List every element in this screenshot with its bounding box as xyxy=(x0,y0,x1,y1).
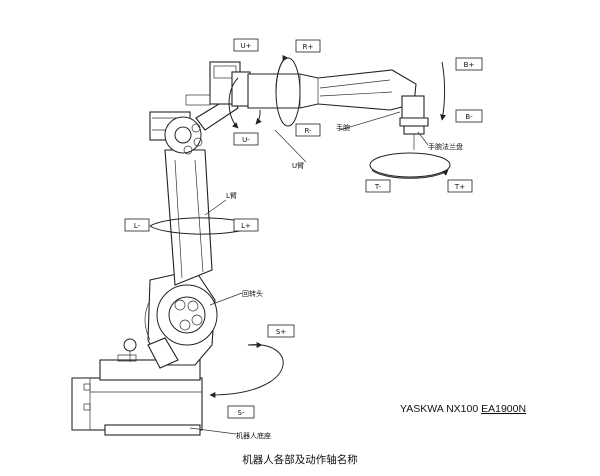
svg-text:R-: R- xyxy=(304,127,312,135)
axis-label-b-plus: B+ xyxy=(455,57,483,71)
u-arm-drawing xyxy=(247,69,417,111)
axis-label-u-plus: U+ xyxy=(233,38,259,52)
motion-arrows xyxy=(149,55,451,398)
axis-label-l-plus: L+ xyxy=(233,218,259,232)
wrist-drawing xyxy=(399,95,429,150)
part-label-wrist: 手腕 xyxy=(336,123,350,132)
svg-text:R+: R+ xyxy=(303,43,314,51)
axis-label-l-minus: L- xyxy=(124,218,150,232)
axis-label-s-plus: S+ xyxy=(267,324,295,338)
model-label: YASKWA NX100 EA1900N xyxy=(400,403,526,415)
figure-caption: 机器人各部及动作轴名称 xyxy=(242,453,358,466)
rotary-head-drawing xyxy=(144,269,218,369)
part-label-base: 机器人底座 xyxy=(236,431,271,440)
axis-label-s-minus: S- xyxy=(227,405,255,419)
elbow-joint-drawing xyxy=(149,95,239,155)
svg-text:B-: B- xyxy=(465,113,473,121)
axis-label-t-plus: T+ xyxy=(447,179,473,193)
axis-label-r-minus: R- xyxy=(295,123,321,137)
svg-text:L-: L- xyxy=(134,222,141,230)
axis-label-r-plus: R+ xyxy=(295,39,321,53)
svg-text:T+: T+ xyxy=(454,183,465,191)
axis-label-u-minus: U- xyxy=(233,132,259,146)
leader-lines xyxy=(189,111,429,435)
part-label-rotary-head: 回转头 xyxy=(242,289,263,298)
part-label-l-arm: L臂 xyxy=(226,191,237,200)
axis-label-t-minus: T- xyxy=(365,179,391,193)
svg-text:U-: U- xyxy=(242,136,250,144)
axis-label-b-minus: B- xyxy=(455,109,483,123)
svg-text:S+: S+ xyxy=(276,328,286,336)
svg-text:T-: T- xyxy=(374,183,382,191)
svg-text:B+: B+ xyxy=(464,61,475,69)
upper-housing-drawing xyxy=(185,61,251,107)
part-label-u-arm: U臂 xyxy=(292,161,304,170)
svg-text:S-: S- xyxy=(238,409,245,417)
svg-text:L+: L+ xyxy=(241,222,251,230)
svg-text:U+: U+ xyxy=(241,42,252,50)
part-label-wrist-flange: 手腕法兰盘 xyxy=(428,142,463,151)
